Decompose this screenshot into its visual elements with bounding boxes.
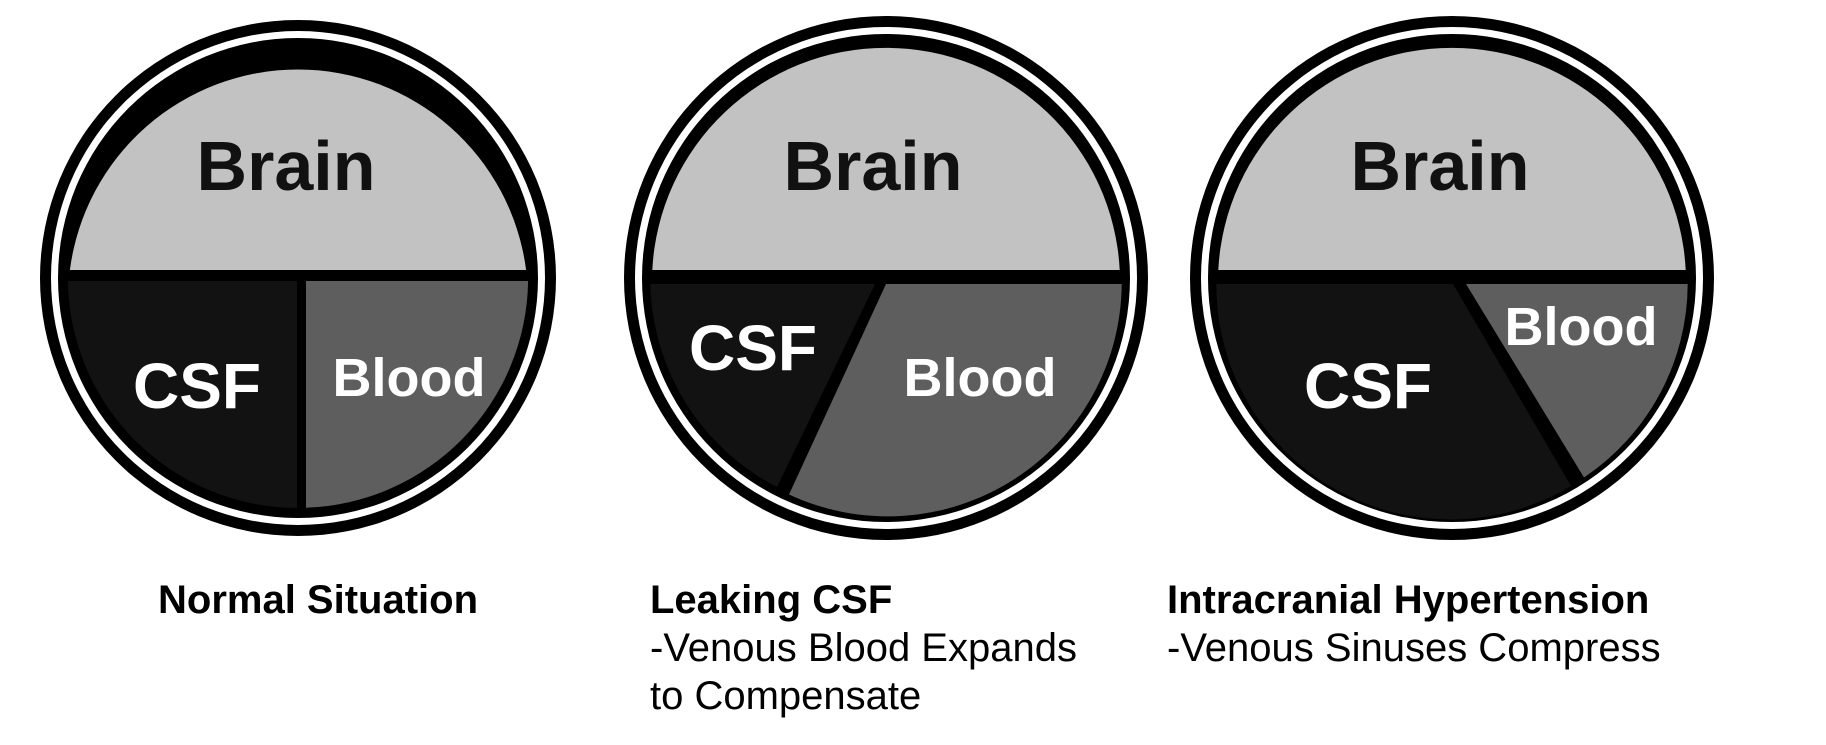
caption-line: to Compensate: [650, 674, 922, 718]
csf-label: CSF: [133, 350, 261, 422]
caption-normal: Normal Situation: [158, 576, 478, 624]
brain-label: Brain: [1351, 127, 1530, 205]
blood-label: Blood: [1505, 297, 1658, 357]
diagram-normal: Brain CSF Blood: [40, 20, 556, 536]
brain-label: Brain: [197, 127, 376, 205]
caption-title: Normal Situation: [158, 578, 479, 622]
csf-segment: [650, 284, 875, 488]
brain-segment: [69, 69, 527, 270]
blood-segment: [306, 281, 529, 508]
blood-label: Blood: [904, 348, 1057, 408]
brain-segment: [1218, 47, 1686, 271]
caption-title: Leaking CSF: [650, 578, 893, 622]
csf-segment: [67, 281, 298, 508]
caption-leaking-csf: Leaking CSF -Venous Blood Expands to Com…: [650, 576, 1077, 720]
csf-label: CSF: [689, 312, 817, 384]
caption-line: -Venous Sinuses Compress: [1167, 626, 1661, 670]
brain-label: Brain: [784, 127, 963, 205]
blood-label: Blood: [333, 348, 486, 408]
caption-line: -Venous Blood Expands: [650, 626, 1077, 670]
diagram-intracranial-hypertension: Brain CSF Blood: [1190, 16, 1714, 540]
blood-segment: [789, 284, 1122, 517]
brain-segment: [652, 47, 1120, 271]
csf-segment: [1216, 284, 1571, 520]
caption-intracranial-hypertension: Intracranial Hypertension -Venous Sinuse…: [1167, 576, 1661, 672]
blood-segment: [1466, 284, 1688, 478]
caption-title: Intracranial Hypertension: [1167, 578, 1650, 622]
diagram-leaking-csf: Brain CSF Blood: [624, 16, 1148, 540]
csf-label: CSF: [1304, 350, 1432, 422]
